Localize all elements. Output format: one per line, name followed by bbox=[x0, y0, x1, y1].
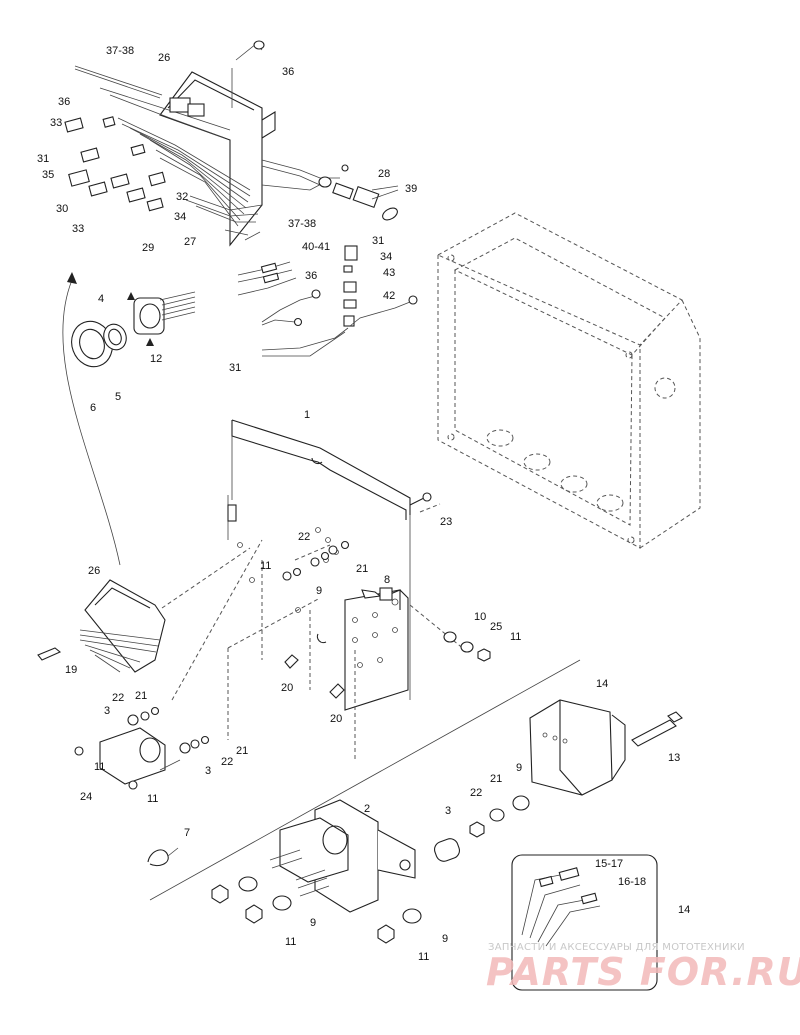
label-5: 5 bbox=[115, 391, 122, 403]
label-14-b: 14 bbox=[678, 904, 691, 916]
label-31-b: 31 bbox=[372, 235, 385, 247]
label-3-c: 3 bbox=[445, 805, 452, 817]
loose-wires bbox=[237, 245, 418, 357]
label-3-a: 3 bbox=[104, 705, 111, 717]
label-40-41: 40-41 bbox=[302, 241, 331, 253]
label-14-a: 14 bbox=[596, 678, 609, 690]
socket-grommet bbox=[62, 272, 196, 566]
label-42: 42 bbox=[383, 290, 396, 302]
label-21-b: 21 bbox=[135, 690, 148, 702]
bracket-26-mid bbox=[37, 579, 166, 673]
label-26-top: 26 bbox=[158, 52, 171, 64]
label-32: 32 bbox=[176, 191, 189, 203]
label-16-18: 16-18 bbox=[618, 876, 647, 888]
module-14 bbox=[529, 699, 683, 796]
label-22-d: 22 bbox=[470, 787, 483, 799]
label-15-17: 15-17 bbox=[595, 858, 624, 870]
inset-14 bbox=[511, 854, 658, 991]
label-21-a: 21 bbox=[356, 563, 369, 575]
label-9-c: 9 bbox=[310, 917, 317, 929]
label-11-a: 11 bbox=[260, 560, 272, 572]
label-22-a: 22 bbox=[298, 531, 311, 543]
label-2: 2 bbox=[364, 803, 371, 815]
label-37-38-mid: 37-38 bbox=[288, 218, 317, 230]
label-11-f: 11 bbox=[418, 951, 430, 963]
label-4: 4 bbox=[98, 293, 105, 305]
label-28: 28 bbox=[378, 168, 391, 180]
label-20-b: 20 bbox=[330, 713, 343, 725]
label-27: 27 bbox=[184, 236, 197, 248]
relay-24 bbox=[74, 706, 210, 790]
label-43: 43 bbox=[383, 267, 396, 279]
label-26-mid: 26 bbox=[88, 565, 101, 577]
label-13: 13 bbox=[668, 752, 681, 764]
label-22-b: 22 bbox=[112, 692, 125, 704]
label-1: 1 bbox=[304, 409, 311, 421]
label-10: 10 bbox=[474, 611, 487, 623]
label-8: 8 bbox=[384, 574, 391, 586]
label-19: 19 bbox=[65, 664, 78, 676]
label-34-b: 34 bbox=[380, 251, 393, 263]
clip-7 bbox=[147, 847, 179, 867]
watermark-logo: PARTS FOR.RU bbox=[486, 950, 800, 994]
label-36-top-right: 36 bbox=[282, 66, 295, 78]
label-30: 30 bbox=[56, 203, 69, 215]
label-3-b: 3 bbox=[205, 765, 212, 777]
mounting-plate bbox=[149, 419, 581, 901]
label-31-c: 31 bbox=[229, 362, 242, 374]
label-11-d: 11 bbox=[147, 793, 159, 805]
label-21-c: 21 bbox=[236, 745, 249, 757]
label-7: 7 bbox=[184, 827, 191, 839]
label-35: 35 bbox=[42, 169, 55, 181]
label-31-a: 31 bbox=[37, 153, 50, 165]
label-11-c: 11 bbox=[94, 761, 106, 773]
label-21-d: 21 bbox=[490, 773, 503, 785]
label-9-d: 9 bbox=[442, 933, 449, 945]
label-20-a: 20 bbox=[281, 682, 294, 694]
label-34-a: 34 bbox=[174, 211, 187, 223]
small-hardware bbox=[282, 492, 491, 699]
label-24: 24 bbox=[80, 791, 93, 803]
label-12: 12 bbox=[150, 353, 163, 365]
label-6: 6 bbox=[90, 402, 97, 414]
label-9-b: 9 bbox=[516, 762, 523, 774]
label-37-38-top: 37-38 bbox=[106, 45, 135, 57]
label-23: 23 bbox=[440, 516, 453, 528]
solenoid-2 bbox=[211, 795, 530, 944]
label-9-a: 9 bbox=[316, 585, 323, 597]
label-25: 25 bbox=[490, 621, 503, 633]
label-39: 39 bbox=[405, 183, 418, 195]
enclosure-box bbox=[436, 212, 701, 549]
label-33-b: 33 bbox=[72, 223, 85, 235]
label-36-mid: 36 bbox=[305, 270, 318, 282]
watermark-tagline: ЗАПЧАСТИ И АКСЕССУАРЫ ДЛЯ МОТОТЕХНИКИ bbox=[488, 942, 745, 953]
label-11-e: 11 bbox=[285, 936, 297, 948]
label-29: 29 bbox=[142, 242, 155, 254]
label-11-b: 11 bbox=[510, 631, 522, 643]
harness-assembly-top bbox=[64, 40, 399, 247]
label-36-top-left: 36 bbox=[58, 96, 71, 108]
label-33-a: 33 bbox=[50, 117, 63, 129]
label-22-c: 22 bbox=[221, 756, 234, 768]
